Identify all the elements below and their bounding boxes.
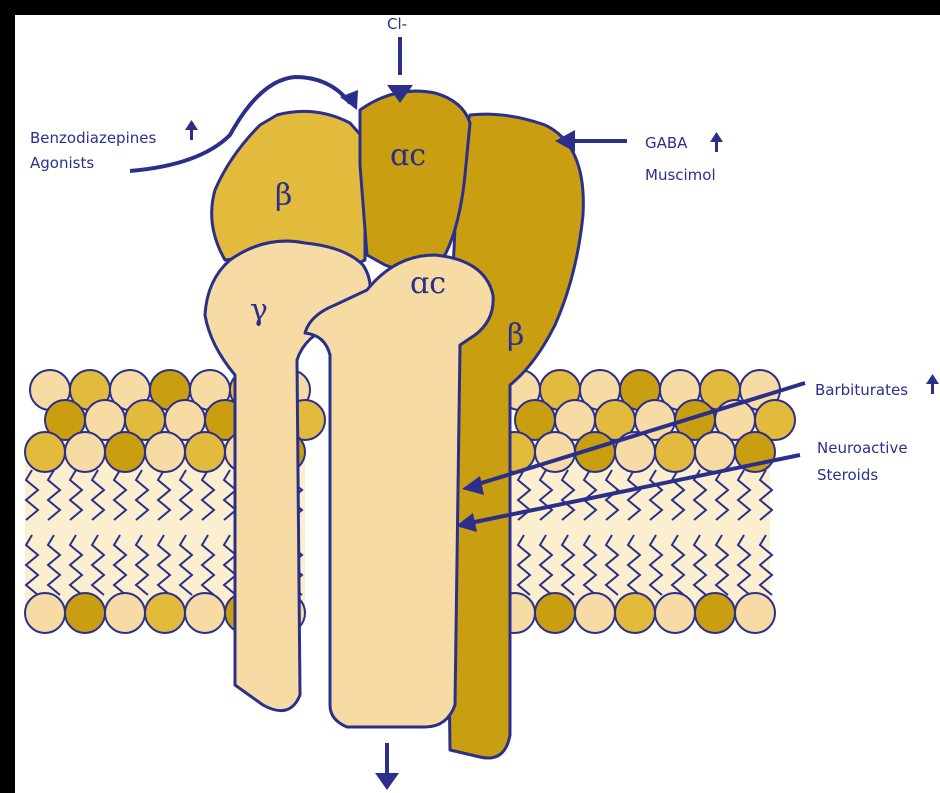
lipid-head (25, 593, 65, 633)
lipid-head (185, 432, 225, 472)
agonists-label: Agonists (30, 154, 94, 172)
diagram-canvas: β ɑc γ ɑc β Cl- Benzodiazepines Agonists… (15, 15, 940, 793)
lipid-bilayer-right (490, 370, 795, 633)
barbiturates-label: Barbiturates (815, 381, 908, 399)
subunit-label-alpha-front: ɑc (410, 266, 446, 301)
lipid-heads-right-top (495, 370, 795, 472)
steroids-label: Steroids (817, 466, 878, 484)
lipid-head (575, 593, 615, 633)
up-arrow-icon (926, 374, 939, 394)
benzodiazepines-label: Benzodiazepines (30, 129, 156, 147)
chloride-label: Cl- (387, 15, 407, 33)
lipid-head (65, 593, 105, 633)
lipid-head (735, 593, 775, 633)
lipid-head (65, 432, 105, 472)
lipid-head (145, 432, 185, 472)
subunit-label-gamma: γ (250, 293, 268, 328)
subunit-label-beta-left: β (275, 178, 292, 213)
lipid-head (145, 593, 185, 633)
lipid-head (105, 432, 145, 472)
lipid-head (695, 432, 735, 472)
subunit-label-alpha-top: ɑc (390, 138, 426, 173)
chloride-out-arrowhead (375, 773, 399, 790)
lipid-head (695, 593, 735, 633)
subunit-label-beta-right: β (507, 318, 524, 353)
up-arrow-icon (710, 132, 723, 152)
lipid-head (655, 432, 695, 472)
lipid-head (185, 593, 225, 633)
muscimol-label: Muscimol (645, 166, 716, 184)
gaba-label: GABA (645, 134, 688, 152)
lipid-head (655, 593, 695, 633)
neuroactive-label: Neuroactive (817, 439, 908, 457)
gaba-receptor-diagram: β ɑc γ ɑc β Cl- Benzodiazepines Agonists… (15, 15, 940, 793)
lipid-head (535, 593, 575, 633)
lipid-head (105, 593, 145, 633)
up-arrow-icon (185, 120, 198, 140)
lipid-head (615, 593, 655, 633)
lipid-head (25, 432, 65, 472)
